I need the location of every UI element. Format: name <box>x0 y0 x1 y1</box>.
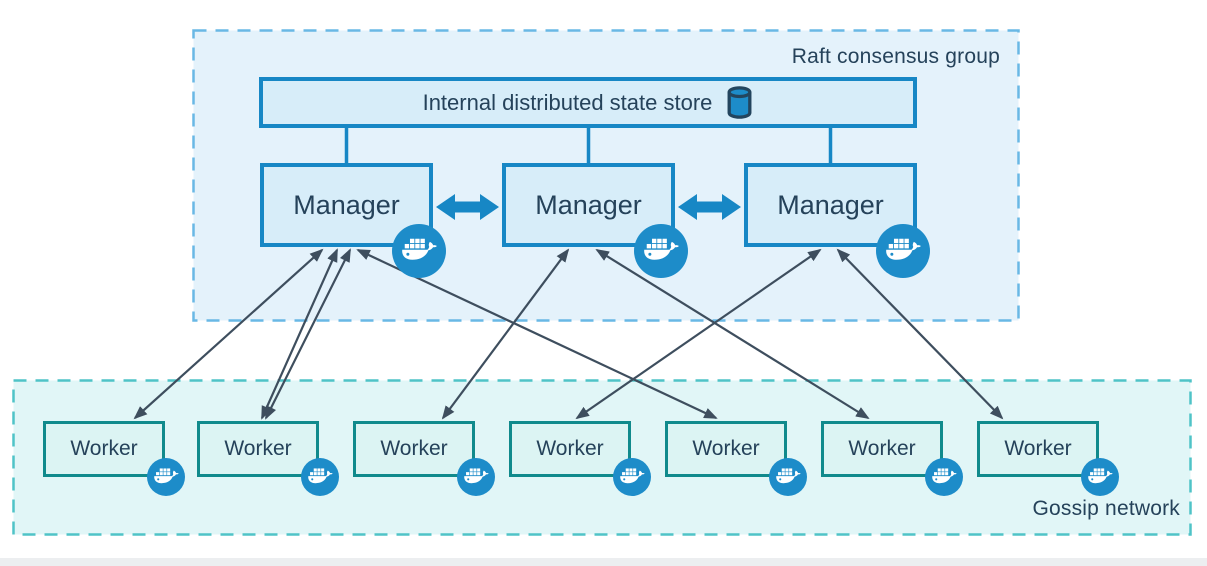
docker-whale-badge <box>147 458 185 496</box>
worker-label: Worker <box>536 437 604 460</box>
manager-worker-arrows <box>133 248 1004 420</box>
worker-label: Worker <box>1004 437 1072 460</box>
worker-box-5: Worker <box>665 421 787 477</box>
docker-whale-badge <box>1081 458 1119 496</box>
worker-box-4: Worker <box>509 421 631 477</box>
manager-peer-arrow <box>678 194 741 220</box>
docker-whale-badge <box>876 224 930 278</box>
worker-label: Worker <box>70 437 138 460</box>
docker-whale-icon <box>930 463 958 491</box>
docker-whale-badge <box>392 224 446 278</box>
docker-whale-icon <box>883 231 923 271</box>
docker-whale-icon <box>641 231 681 271</box>
manager-peer-arrows <box>436 194 741 220</box>
docker-whale-badge <box>301 458 339 496</box>
database-cylinder-icon <box>727 86 752 119</box>
worker-box-1: Worker <box>43 421 165 477</box>
manager-peer-arrow <box>436 194 499 220</box>
worker-box-2: Worker <box>197 421 319 477</box>
worker-label: Worker <box>848 437 916 460</box>
raft-group-label: Raft consensus group <box>791 45 1000 68</box>
docker-whale-badge <box>769 458 807 496</box>
gossip-network-label: Gossip network <box>1032 497 1180 520</box>
docker-whale-badge <box>925 458 963 496</box>
docker-whale-icon <box>399 231 439 271</box>
docker-whale-icon <box>152 463 180 491</box>
docker-whale-icon <box>462 463 490 491</box>
docker-whale-badge <box>457 458 495 496</box>
docker-whale-icon <box>618 463 646 491</box>
docker-whale-icon <box>306 463 334 491</box>
state-store-label: Internal distributed state store <box>422 89 713 115</box>
worker-box-3: Worker <box>353 421 475 477</box>
worker-box-7: Worker <box>977 421 1099 477</box>
manager-label: Manager <box>777 189 884 220</box>
docker-whale-badge <box>613 458 651 496</box>
manager-label: Manager <box>293 189 400 220</box>
docker-whale-icon <box>1086 463 1114 491</box>
manager-label: Manager <box>535 189 642 220</box>
worker-box-6: Worker <box>821 421 943 477</box>
docker-whale-icon <box>774 463 802 491</box>
screenshot-bottom-edge <box>0 558 1207 566</box>
docker-whale-badge <box>634 224 688 278</box>
state-store-box: Internal distributed state store <box>259 77 917 128</box>
state-store-connectors <box>344 126 833 166</box>
worker-label: Worker <box>380 437 448 460</box>
worker-label: Worker <box>692 437 760 460</box>
worker-label: Worker <box>224 437 292 460</box>
